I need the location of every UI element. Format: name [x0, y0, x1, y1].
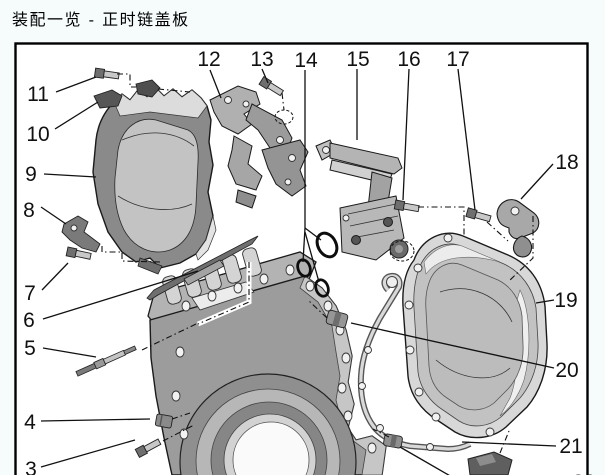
callout-label-5: 5 [24, 337, 36, 360]
part-6-rod [146, 235, 259, 301]
callout-label-21: 21 [559, 435, 582, 458]
part-bushing-lower [383, 433, 403, 449]
part-casting-timing-cover [147, 247, 387, 475]
part-19-rear-cover [402, 232, 548, 439]
callout-label-19: 19 [554, 289, 577, 312]
page-title: 装配一览 - 正时链盖板 [12, 10, 190, 29]
part-11-bolt [93, 67, 120, 80]
part-7-bolt [65, 246, 92, 260]
part-pivot-boss-center [395, 245, 403, 253]
part-8-bracket [61, 215, 101, 253]
part-15-tensioner-lever [315, 139, 405, 261]
callout-label-12: 12 [197, 48, 220, 71]
part-14-o-rings [296, 231, 339, 298]
part-13-bolt [258, 75, 285, 97]
part-21-gasket [357, 272, 472, 453]
callout-label-7: 7 [24, 282, 36, 305]
callout-label-8: 8 [23, 199, 35, 222]
part-9-front-cover [92, 87, 217, 275]
callout-label-6: 6 [23, 309, 35, 332]
callout-label-14: 14 [294, 49, 318, 72]
casting-bolt-holes [171, 264, 377, 454]
callout-label-17: 17 [446, 48, 469, 71]
part-20-bushing [325, 309, 349, 329]
callout-label-16: 16 [397, 48, 420, 71]
callout-label-11: 11 [27, 83, 49, 106]
callout-label-4: 4 [24, 411, 36, 434]
leader-lines [40, 68, 557, 475]
callout-labels: 3 4 5 6 7 8 9 10 11 12 13 14 15 16 17 18… [23, 48, 596, 475]
callout-label-3: 3 [25, 458, 37, 475]
callout-label-10: 10 [26, 123, 49, 146]
part-11-clip [135, 79, 161, 98]
part-5-stud [75, 345, 137, 377]
part-17-bolt [465, 207, 492, 223]
callout-label-20: 20 [555, 359, 578, 382]
part-3-bolt [134, 438, 162, 458]
callout-label-9: 9 [25, 163, 37, 186]
bolt-16-target-mark [389, 240, 415, 262]
part-10-clip [93, 89, 123, 109]
callout-label-15: 15 [346, 48, 369, 71]
part-4-nut [154, 413, 174, 429]
callout-label-22: 22 [572, 471, 595, 475]
part-16-bolt [393, 199, 420, 213]
callout-label-13: 13 [250, 48, 273, 71]
assembly-centerlines [101, 73, 534, 454]
callout-label-18: 18 [555, 151, 578, 174]
part-22-sensor [467, 451, 513, 475]
part-18-clamp [496, 199, 540, 258]
part-12-bracket [209, 85, 309, 209]
